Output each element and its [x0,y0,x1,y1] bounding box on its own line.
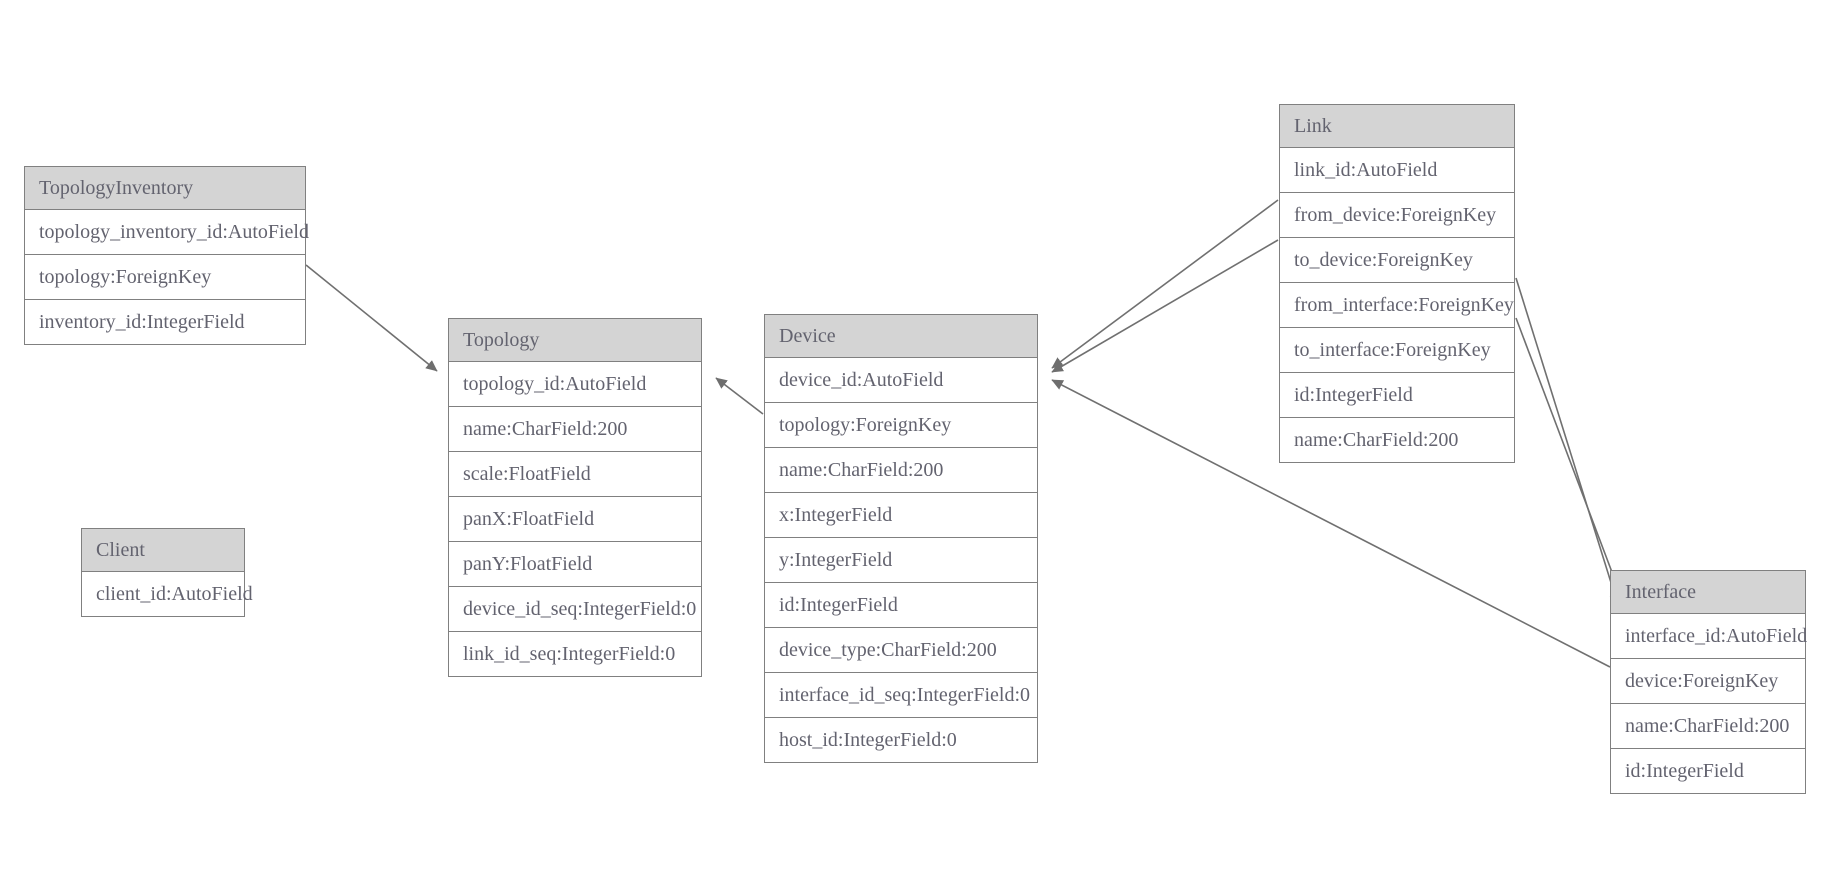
entity-field: interface_id_seq:IntegerField:0 [765,673,1037,718]
entity-field: id:IntegerField [765,583,1037,628]
entity-field: topology:ForeignKey [765,403,1037,448]
entity-field: to_device:ForeignKey [1280,238,1514,283]
entity-field: host_id:IntegerField:0 [765,718,1037,762]
entity-field: name:CharField:200 [449,407,701,452]
entity-title-topologyinventory: TopologyInventory [25,167,305,210]
entity-field: device_id_seq:IntegerField:0 [449,587,701,632]
entity-field: name:CharField:200 [1280,418,1514,462]
entity-field: device_id:AutoField [765,358,1037,403]
rel-link-to-device [1051,239,1279,373]
entity-field: topology:ForeignKey [25,255,305,300]
entity-field: topology_inventory_id:AutoField [25,210,309,255]
entity-field: y:IntegerField [765,538,1037,583]
entity-field: from_interface:ForeignKey [1280,283,1514,328]
entity-title-device: Device [765,315,1037,358]
entity-field: panY:FloatField [449,542,701,587]
entity-field: to_interface:ForeignKey [1280,328,1514,373]
entity-field: from_device:ForeignKey [1280,193,1514,238]
rel-link-from-device [1051,199,1279,369]
entity-field: inventory_id:IntegerField [25,300,305,344]
entity-title-client: Client [82,529,244,572]
entity-field: name:CharField:200 [1611,704,1805,749]
rel-topologyinventory-topology [305,264,438,372]
rel-device-topology [715,377,764,415]
entity-field: link_id:AutoField [1280,148,1514,193]
entity-field: id:IntegerField [1280,373,1514,418]
entity-field: link_id_seq:IntegerField:0 [449,632,701,676]
entity-field: device_type:CharField:200 [765,628,1037,673]
entity-title-link: Link [1280,105,1514,148]
entity-field: topology_id:AutoField [449,362,701,407]
entity-field: x:IntegerField [765,493,1037,538]
entity-field: id:IntegerField [1611,749,1805,793]
entity-field: scale:FloatField [449,452,701,497]
entity-title-interface: Interface [1611,571,1805,614]
entity-field: interface_id:AutoField [1611,614,1807,659]
entity-title-topology: Topology [449,319,701,362]
entity-field: name:CharField:200 [765,448,1037,493]
entity-field: panX:FloatField [449,497,701,542]
entity-field: device:ForeignKey [1611,659,1805,704]
entity-field: client_id:AutoField [82,572,253,616]
rel-link-from-interface [1515,277,1620,606]
rel-link-to-interface [1515,317,1626,605]
